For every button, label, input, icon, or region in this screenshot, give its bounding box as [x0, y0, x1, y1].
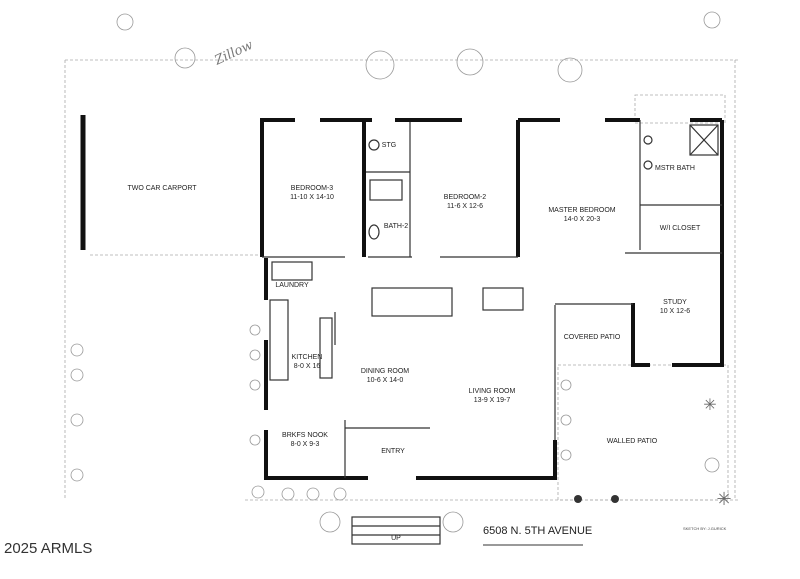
room-living-dims: 13-9 X 19-7: [474, 397, 511, 404]
room-kitchen-dims: 8-0 X 16: [294, 363, 321, 370]
room-living: LIVING ROOM: [469, 388, 516, 395]
walls: [260, 118, 724, 480]
room-entry: ENTRY: [381, 448, 405, 455]
room-kitchen: KITCHEN: [292, 354, 323, 361]
address: 6508 N. 5TH AVENUE: [483, 525, 592, 537]
room-walled-patio: WALLED PATIO: [607, 438, 658, 445]
room-covered-patio: COVERED PATIO: [564, 334, 621, 341]
room-laundry: LAUNDRY: [275, 282, 309, 289]
landscaping: ✳ ✳: [70, 11, 732, 533]
room-carport: TWO CAR CARPORT: [127, 185, 197, 192]
room-dining: DINING ROOM: [361, 368, 409, 375]
svg-text:✳: ✳: [703, 397, 716, 414]
front-steps: UP: [351, 516, 441, 545]
room-brkfs-nook: BRKFS NOOK: [282, 432, 328, 439]
room-bedroom-3: BEDROOM-3: [291, 185, 334, 192]
room-labels: TWO CAR CARPORT BEDROOM-3 11-10 X 14-10 …: [127, 142, 701, 455]
svg-text:✳: ✳: [716, 489, 731, 509]
room-bedroom-2-dims: 11-6 X 12-6: [447, 203, 483, 210]
room-bedroom-2: BEDROOM-2: [444, 194, 487, 201]
room-dining-dims: 10-6 X 14-0: [367, 377, 404, 384]
stairs-label: UP: [391, 535, 401, 542]
interior-walls: [262, 120, 722, 478]
room-stg: STG: [382, 142, 396, 149]
room-study: STUDY: [663, 299, 687, 306]
room-study-dims: 10 X 12-6: [660, 308, 690, 315]
room-mstr-bath: MSTR BATH: [655, 165, 695, 172]
watermark: 2025 ARMLS: [4, 540, 93, 557]
room-bedroom-3-dims: 11-10 X 14-10: [290, 194, 334, 201]
room-master-bedroom: MASTER BEDROOM: [548, 207, 615, 214]
room-wi-closet: W/I CLOSET: [660, 225, 701, 232]
site-lines: [64, 59, 740, 501]
sketch-credit: SKETCH BY: J.GURICK: [683, 526, 727, 531]
room-bath-2: BATH-2: [384, 223, 408, 230]
signature: Zillow: [212, 38, 256, 69]
room-master-bedroom-dims: 14-0 X 20-3: [564, 216, 601, 223]
room-brkfs-nook-dims: 8-0 X 9-3: [291, 441, 320, 448]
